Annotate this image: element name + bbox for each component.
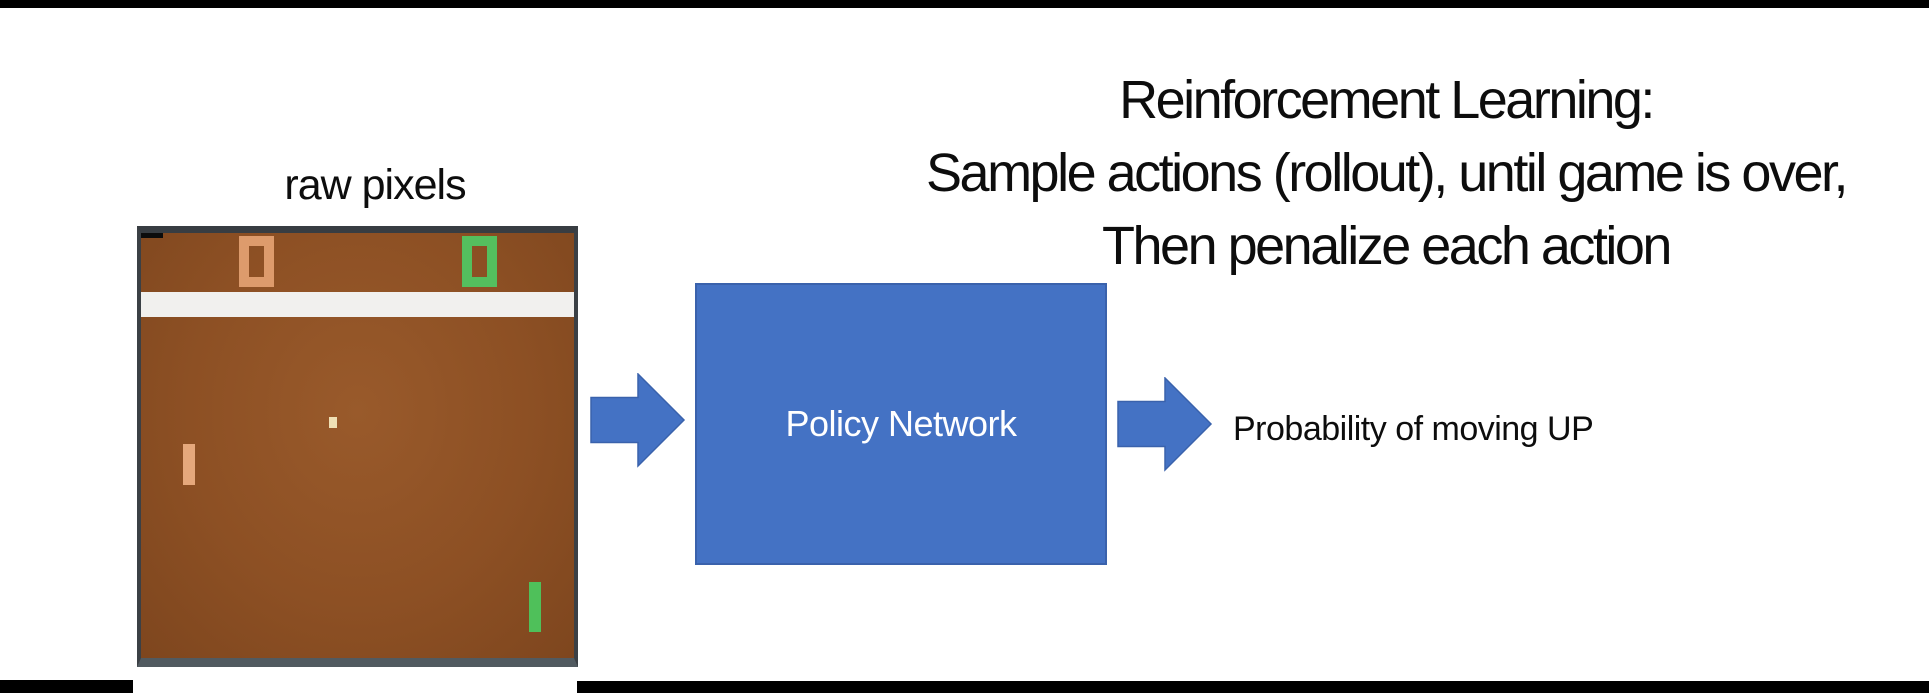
game-ball: [329, 417, 337, 428]
arrow-right-icon: [590, 373, 686, 468]
raw-pixels-label: raw pixels: [284, 161, 466, 209]
title-line-1: Reinforcement Learning:: [1119, 70, 1655, 130]
right-score-digit: [462, 236, 497, 287]
bottom-black-bar-left: [0, 680, 133, 693]
probability-output-label: Probability of moving UP: [1233, 410, 1594, 448]
policy-network-label: Policy Network: [785, 403, 1017, 444]
left-paddle: [183, 444, 195, 485]
game-corner-mark: [141, 233, 163, 238]
title-line-3: Then penalize each action: [1102, 216, 1672, 276]
policy-network-box: Policy Network: [695, 283, 1107, 565]
arrow-right-icon: [1117, 377, 1213, 472]
pong-game-image: [137, 226, 578, 667]
slide-title: Reinforcement Learning: Sample actions (…: [826, 64, 1929, 283]
title-line-2: Sample actions (rollout), until game is …: [926, 143, 1848, 203]
left-score-digit: [239, 236, 274, 287]
right-paddle: [529, 582, 541, 632]
top-black-bar: [0, 0, 1929, 8]
game-top-wall: [141, 292, 574, 317]
bottom-black-bar-right: [577, 681, 1929, 693]
